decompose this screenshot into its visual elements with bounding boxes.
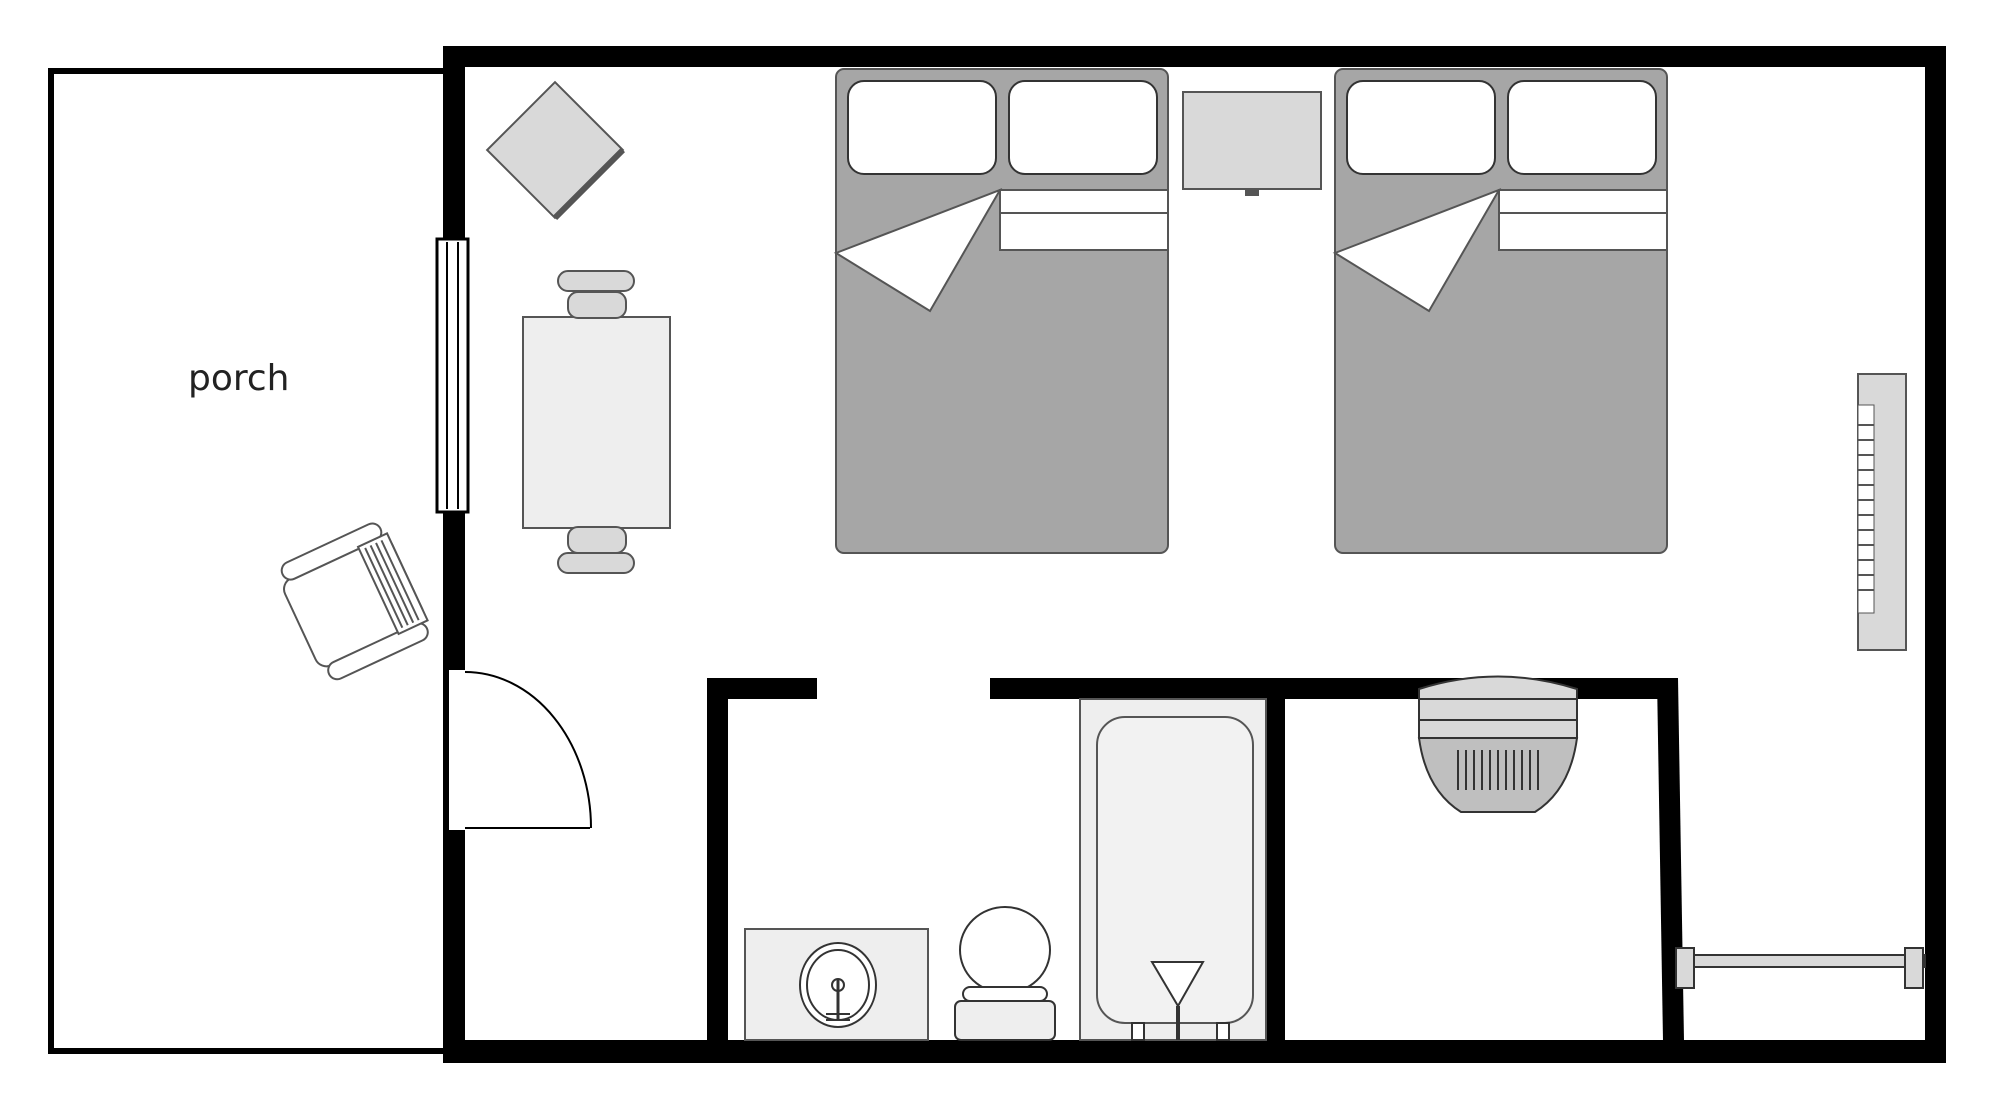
fixture-hood	[1418, 675, 1578, 739]
vanity	[744, 928, 929, 1041]
porch-label: porch	[188, 358, 290, 399]
door-swing-arc	[464, 671, 592, 829]
wall-top	[443, 46, 1946, 67]
end-table	[485, 80, 626, 221]
window-frame	[435, 237, 470, 514]
bed-2-pillow-left	[1346, 80, 1496, 175]
bed-1-turned-corner	[833, 188, 1003, 313]
bed-2-turned-corner	[1332, 188, 1502, 313]
bed-2	[1332, 68, 1668, 554]
porch-armchair	[280, 522, 429, 681]
tv-screen	[1182, 91, 1322, 190]
wall-left-lower	[443, 830, 465, 1063]
fixture-vent-icon	[1457, 750, 1539, 790]
window-left	[435, 237, 470, 514]
tv-stand	[1245, 189, 1259, 196]
wall-vanity-left	[707, 678, 728, 1041]
table-top	[522, 316, 671, 529]
wall-hall-left-stub	[707, 678, 817, 699]
entry-door	[464, 671, 592, 829]
chair-bottom	[557, 526, 635, 574]
chair-top	[557, 270, 635, 319]
wall-heater	[1857, 373, 1907, 651]
bed-1	[833, 68, 1169, 554]
bed-1-pillow-left	[847, 80, 997, 175]
bed-2-pillow-right	[1507, 80, 1657, 175]
bed-1-sheet-fold	[999, 189, 1169, 251]
wall-bath-closet-divider	[1266, 690, 1285, 1041]
wall-bottom	[443, 1040, 1946, 1063]
bed-1-pillow-right	[1008, 80, 1158, 175]
television	[1182, 91, 1322, 196]
bed-2-sheet-fold	[1498, 189, 1668, 251]
toilet	[954, 906, 1056, 1041]
bathtub-inner	[1096, 716, 1254, 1024]
toilet-seat-band	[962, 986, 1048, 1002]
tub-faucet-icon	[1150, 961, 1205, 1008]
toilet-tank	[954, 1000, 1056, 1041]
dining-table	[522, 270, 671, 574]
bathtub	[1079, 698, 1267, 1041]
toilet-bowl	[959, 906, 1051, 994]
closet-fixture	[1417, 675, 1579, 813]
closet-rod	[1675, 947, 1926, 989]
wall-right	[1925, 46, 1946, 1063]
